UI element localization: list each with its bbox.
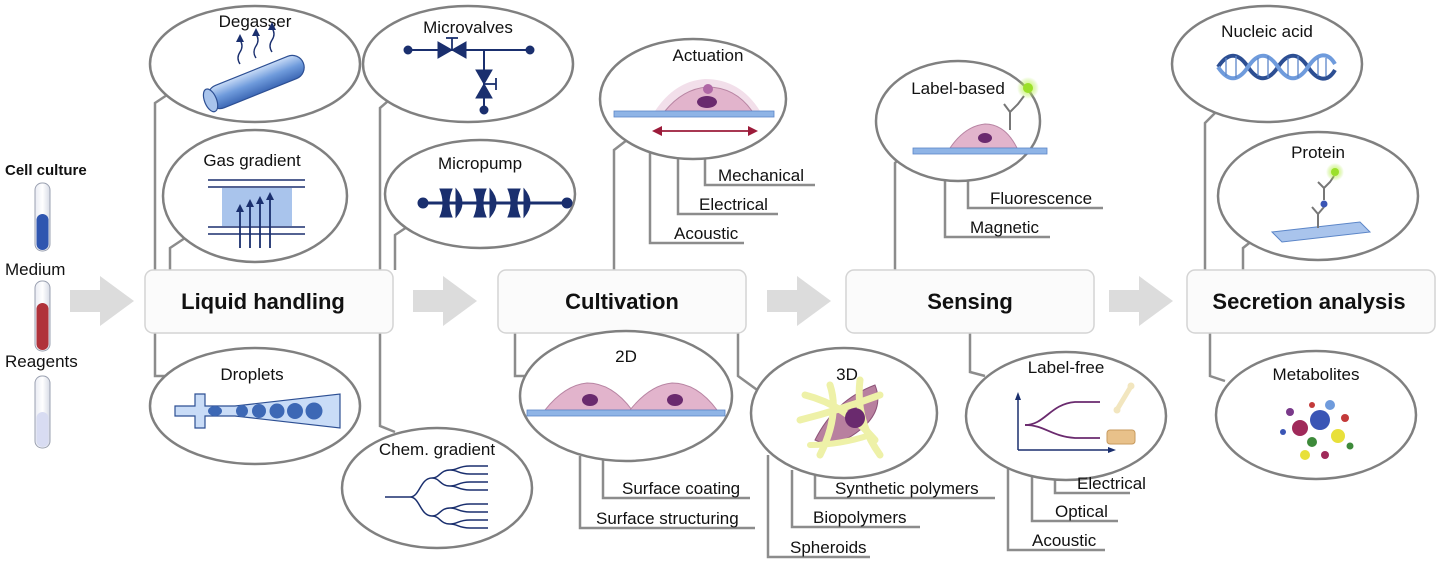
stage-cultivation: Cultivation [497, 269, 747, 334]
tube-cell-culture: Cell culture [5, 162, 87, 252]
label-based-label: Label-based [911, 79, 1005, 98]
3d-label: 3D [836, 365, 858, 384]
protein-icon [1270, 163, 1372, 243]
stage-liquid-handling: Liquid handling [144, 269, 394, 334]
ellipse-droplets: Droplets [148, 346, 362, 466]
metabolites-icon [1280, 400, 1354, 460]
ellipse-micropump: Micropump [383, 138, 577, 250]
stage-label-secretion-analysis: Secretion analysis [1212, 289, 1405, 314]
ellipse-gas-gradient: Gas gradient [161, 128, 349, 264]
metabolites-label: Metabolites [1273, 365, 1360, 384]
connectors [153, 81, 1259, 434]
ellipse-microvalves: Microvalves [361, 4, 575, 124]
sublabel-spheroids: Spheroids [790, 538, 867, 557]
micropump-icon [417, 187, 573, 219]
sublabel-leaders [578, 148, 1130, 559]
ellipse-label-free: Label-free [964, 350, 1168, 482]
actuation-label: Actuation [673, 46, 744, 65]
flow-arrow-4 [1109, 276, 1173, 326]
stage-label-liquid-handling: Liquid handling [181, 289, 345, 314]
tube-label-medium: Medium [5, 260, 65, 279]
tube-reagents: Reagents [5, 352, 78, 449]
droplets-label: Droplets [220, 365, 283, 384]
gas-gradient-label: Gas gradient [203, 151, 301, 170]
reagents-liquid [36, 412, 49, 447]
label-based-icon [912, 77, 1048, 155]
flow-arrow-3 [767, 276, 831, 326]
microvalve-icon [403, 37, 535, 115]
tube-label-cell-culture: Cell culture [5, 162, 87, 179]
ellipse-chem-gradient: Chem. gradient [340, 426, 534, 550]
sublabel-fluorescence: Fluorescence [990, 189, 1092, 208]
micropump-label: Micropump [438, 154, 522, 173]
medium-liquid [36, 303, 49, 350]
stage-secretion-analysis: Secretion analysis [1186, 269, 1436, 334]
sublabel-surface-structuring: Surface structuring [596, 509, 739, 528]
tube-medium: Medium [5, 260, 65, 352]
2d-label: 2D [615, 347, 637, 366]
ellipse-metabolites: Metabolites [1214, 349, 1418, 481]
actuation-icon [613, 79, 775, 136]
sublabel-mechanical: Mechanical [718, 166, 804, 185]
3d-matrix-icon [796, 376, 884, 459]
droplets-icon [174, 393, 341, 429]
2d-cells-icon [526, 382, 726, 417]
sublabel-biopolymers: Biopolymers [813, 508, 907, 527]
sublabel-acoustic-actuation: Acoustic [674, 224, 739, 243]
sublabel-acoustic-sensing: Acoustic [1032, 531, 1097, 550]
dna-icon [1216, 53, 1337, 81]
degasser-label: Degasser [219, 12, 292, 31]
sublabel-magnetic: Magnetic [970, 218, 1039, 237]
chem-gradient-label: Chem. gradient [379, 440, 496, 459]
flow-arrow-1 [70, 276, 134, 326]
cell-culture-liquid [36, 214, 49, 250]
ellipse-degasser: Degasser [148, 4, 362, 124]
ellipse-actuation: Actuation [598, 37, 788, 161]
ellipse-protein: Protein [1216, 130, 1420, 262]
gas-gradient-icon [208, 179, 305, 248]
degasser-icon [202, 22, 305, 113]
flow-arrow-2 [413, 276, 477, 326]
ellipse-nucleic-acid: Nucleic acid [1170, 4, 1364, 124]
microvalves-label: Microvalves [423, 18, 513, 37]
stage-label-cultivation: Cultivation [565, 289, 679, 314]
ellipse-label-based: Label-based [874, 59, 1048, 183]
sublabel-surface-coating: Surface coating [622, 479, 740, 498]
stage-sensing: Sensing [845, 269, 1095, 334]
nucleic-acid-label: Nucleic acid [1221, 22, 1313, 41]
sublabel-optical: Optical [1055, 502, 1108, 521]
stage-label-sensing: Sensing [927, 289, 1013, 314]
sublabel-electrical-actuation: Electrical [699, 195, 768, 214]
sublabel-electrical-sensing: Electrical [1077, 474, 1146, 493]
sublabel-synthetic-polymers: Synthetic polymers [835, 479, 979, 498]
ellipse-2d: 2D [518, 329, 734, 463]
chem-gradient-icon [385, 465, 488, 529]
ellipse-3d: 3D [749, 346, 939, 480]
label-free-graph-icon [1015, 382, 1136, 453]
protein-label: Protein [1291, 143, 1345, 162]
label-free-label: Label-free [1028, 358, 1105, 377]
sublabels: Mechanical Electrical Acoustic Surface c… [596, 166, 1146, 557]
tube-label-reagents: Reagents [5, 352, 78, 371]
